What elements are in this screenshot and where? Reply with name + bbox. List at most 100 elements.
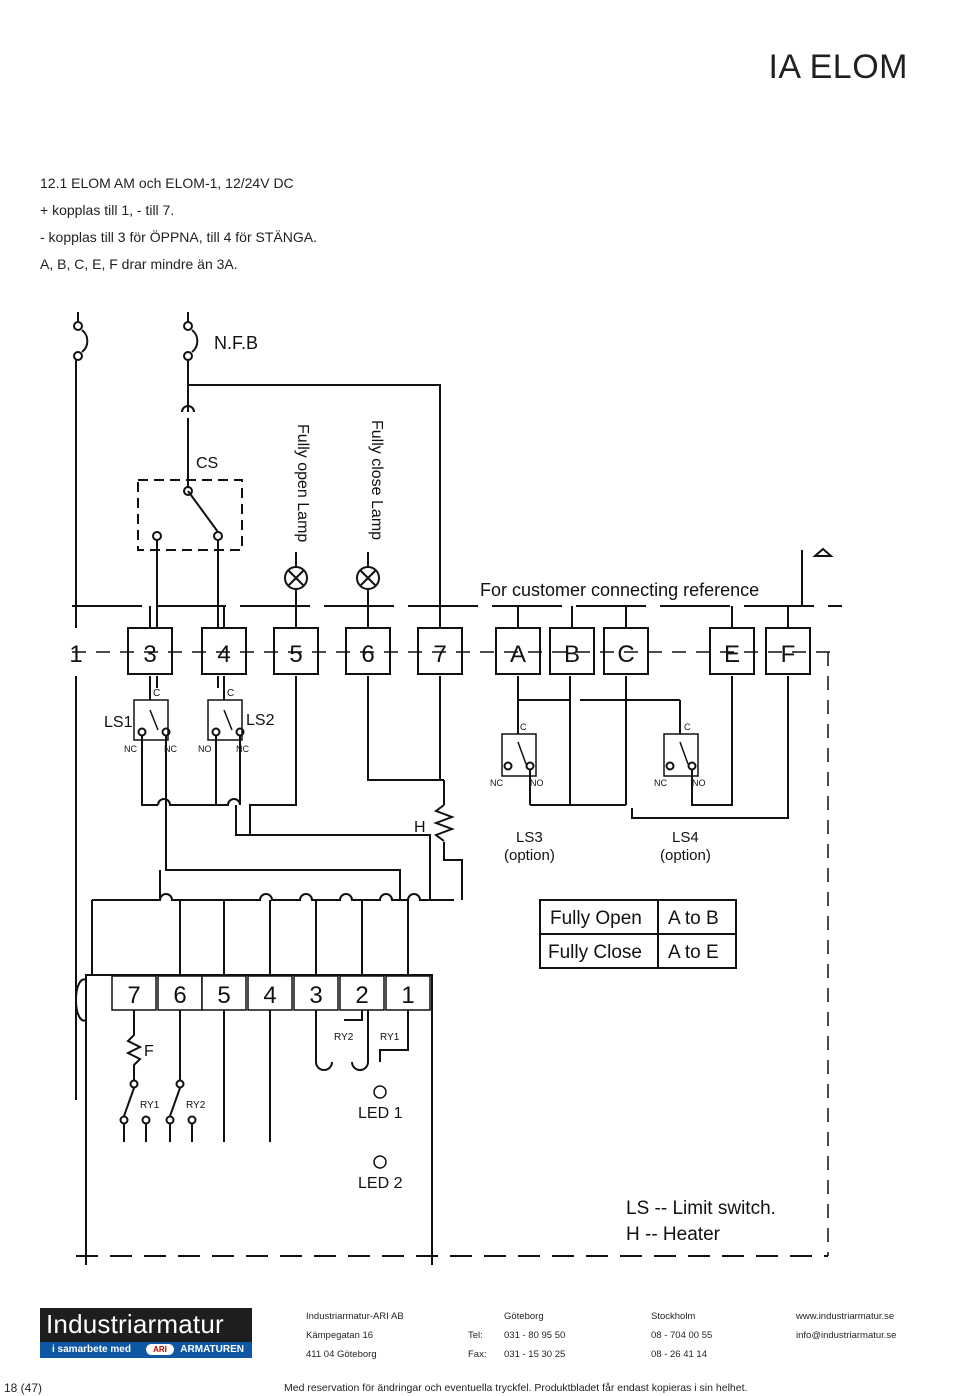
top-terminal: 6	[345, 606, 391, 675]
footer-email-link[interactable]: info@industriarmatur.se	[796, 1330, 897, 1341]
top-terminal: A	[495, 606, 541, 675]
wiring-diagram: N.F.B CS Fully open Lamp Fully close Lam…	[69, 312, 842, 1265]
footer-city1-fax: 031 - 15 30 25	[504, 1349, 566, 1360]
bottom-terminal: 5	[201, 975, 247, 1011]
cs-switch	[137, 385, 243, 640]
lamp-open-label: Fully open Lamp	[294, 424, 311, 542]
top-terminal: B	[549, 606, 595, 675]
bottom-terminal-label: 6	[173, 982, 186, 1009]
a-to-b-label: A to B	[668, 908, 719, 929]
ls4-nc-label: NC	[654, 778, 667, 788]
cs-label: CS	[196, 455, 218, 472]
heater-icon	[433, 804, 455, 842]
ls4-no-label: NO	[692, 778, 706, 788]
bottom-terminal: 7	[111, 975, 157, 1011]
fuse-label: F	[144, 1043, 154, 1060]
led1-label: LED 1	[358, 1105, 403, 1122]
ry1-label-a: RY1	[140, 1100, 160, 1111]
legend-ls: LS -- Limit switch.	[626, 1198, 776, 1219]
footer-street: Kämpegatan 16	[306, 1330, 374, 1341]
function-table	[539, 899, 737, 969]
intro-text: 12.1 ELOM AM och ELOM-1, 12/24V DC + kop…	[40, 170, 317, 278]
intro-line: - kopplas till 3 för ÖPPNA, till 4 för S…	[40, 229, 317, 245]
bottom-terminal: 3	[293, 975, 339, 1011]
ls1-nc2-label: NC	[164, 744, 177, 754]
logo-strip: i samarbete med ARI ARMATUREN	[40, 1342, 252, 1358]
top-terminal: 7	[417, 606, 463, 675]
top-terminal-label: 3	[143, 641, 156, 668]
top-terminal: C	[603, 606, 649, 675]
top-terminal: 4	[201, 606, 247, 675]
ls3-switch	[501, 676, 627, 805]
disclaimer: Med reservation för ändringar och eventu…	[284, 1382, 748, 1394]
logo-tag-right: ARMATUREN	[180, 1344, 244, 1355]
footer-web-link[interactable]: www.industriarmatur.se	[796, 1311, 895, 1322]
intro-line: 12.1 ELOM AM och ELOM-1, 12/24V DC	[40, 175, 294, 191]
top-terminal-label: E	[724, 641, 740, 668]
top-terminal: E	[709, 606, 755, 675]
top-terminal: 5	[273, 606, 319, 675]
bottom-terminal: 4	[247, 975, 293, 1011]
intro-line: + kopplas till 1, - till 7.	[40, 202, 175, 218]
footer-city2-fax: 08 - 26 41 14	[651, 1349, 707, 1360]
bottom-terminal-label: 7	[127, 982, 140, 1009]
footer-city2-tel: 08 - 704 00 55	[651, 1330, 713, 1341]
ls2-switch	[207, 676, 245, 805]
top-terminal: 1	[69, 606, 83, 668]
ls3-no-label: NO	[530, 778, 544, 788]
ry1-label-b: RY1	[380, 1032, 400, 1043]
ry2-label-b: RY2	[334, 1032, 354, 1043]
ls2-no-label: NO	[198, 744, 212, 754]
bottom-terminal-label: 3	[309, 982, 322, 1009]
top-terminal-label: B	[564, 641, 580, 668]
footer-tel-label: Tel:	[468, 1330, 483, 1341]
bottom-terminal-label: 2	[355, 982, 368, 1009]
page-number: 18 (47)	[4, 1381, 43, 1395]
internal-relays	[119, 1010, 409, 1142]
bottom-terminal: 6	[157, 975, 203, 1011]
logo-ari: ARI	[146, 1344, 174, 1355]
top-terminal-label: 1	[69, 641, 82, 668]
ry2-label-a: RY2	[186, 1100, 206, 1111]
ls4-option: (option)	[660, 847, 711, 864]
top-terminal-label: 4	[217, 641, 230, 668]
ls3-nc-label: NC	[490, 778, 503, 788]
logo-tag-left: i samarbete med	[52, 1344, 131, 1355]
ls2-c-label: C	[227, 688, 234, 699]
bottom-terminal: 1	[385, 975, 431, 1011]
bottom-terminal-block: 7 6 5 4 3 2 1	[111, 975, 431, 1011]
main-wiring	[75, 676, 463, 1100]
box-connector	[74, 978, 87, 1022]
ls4-c-label: C	[684, 722, 691, 732]
ls4-switch	[530, 676, 789, 819]
bottom-terminal-label: 1	[401, 982, 414, 1009]
fully-close-label: Fully Close	[548, 942, 642, 963]
footer-company: Industriarmatur-ARI AB	[306, 1311, 404, 1322]
ls1-c-label: C	[153, 688, 160, 699]
bottom-bus	[91, 893, 454, 975]
lamp-close-label: Fully close Lamp	[368, 420, 385, 540]
heater-label: H	[414, 819, 426, 836]
top-terminal-label: 5	[289, 641, 302, 668]
nfb-breaker	[73, 312, 199, 606]
ls1-label: LS1	[104, 714, 133, 731]
top-terminal-label: 7	[433, 641, 446, 668]
footer-fax-label: Fax:	[468, 1349, 487, 1360]
bottom-terminal-label: 5	[217, 982, 230, 1009]
ls2-label: LS2	[246, 712, 275, 729]
footer-city2: Stockholm	[651, 1311, 696, 1322]
led2-label: LED 2	[358, 1175, 403, 1192]
ls2-nc-label: NC	[236, 744, 249, 754]
top-terminal: 3	[127, 606, 173, 675]
ls3-label: LS3	[516, 829, 543, 846]
led2-icon	[373, 1155, 387, 1169]
top-terminal-label: 6	[361, 641, 374, 668]
bottom-terminal: 2	[339, 975, 385, 1011]
ls3-c-label: C	[520, 722, 527, 732]
controller-box	[85, 974, 433, 1265]
bottom-terminal-label: 4	[263, 982, 276, 1009]
ground-arrow-icon	[812, 547, 834, 557]
ls1-nc-label: NC	[124, 744, 137, 754]
ls4-label: LS4	[672, 829, 699, 846]
